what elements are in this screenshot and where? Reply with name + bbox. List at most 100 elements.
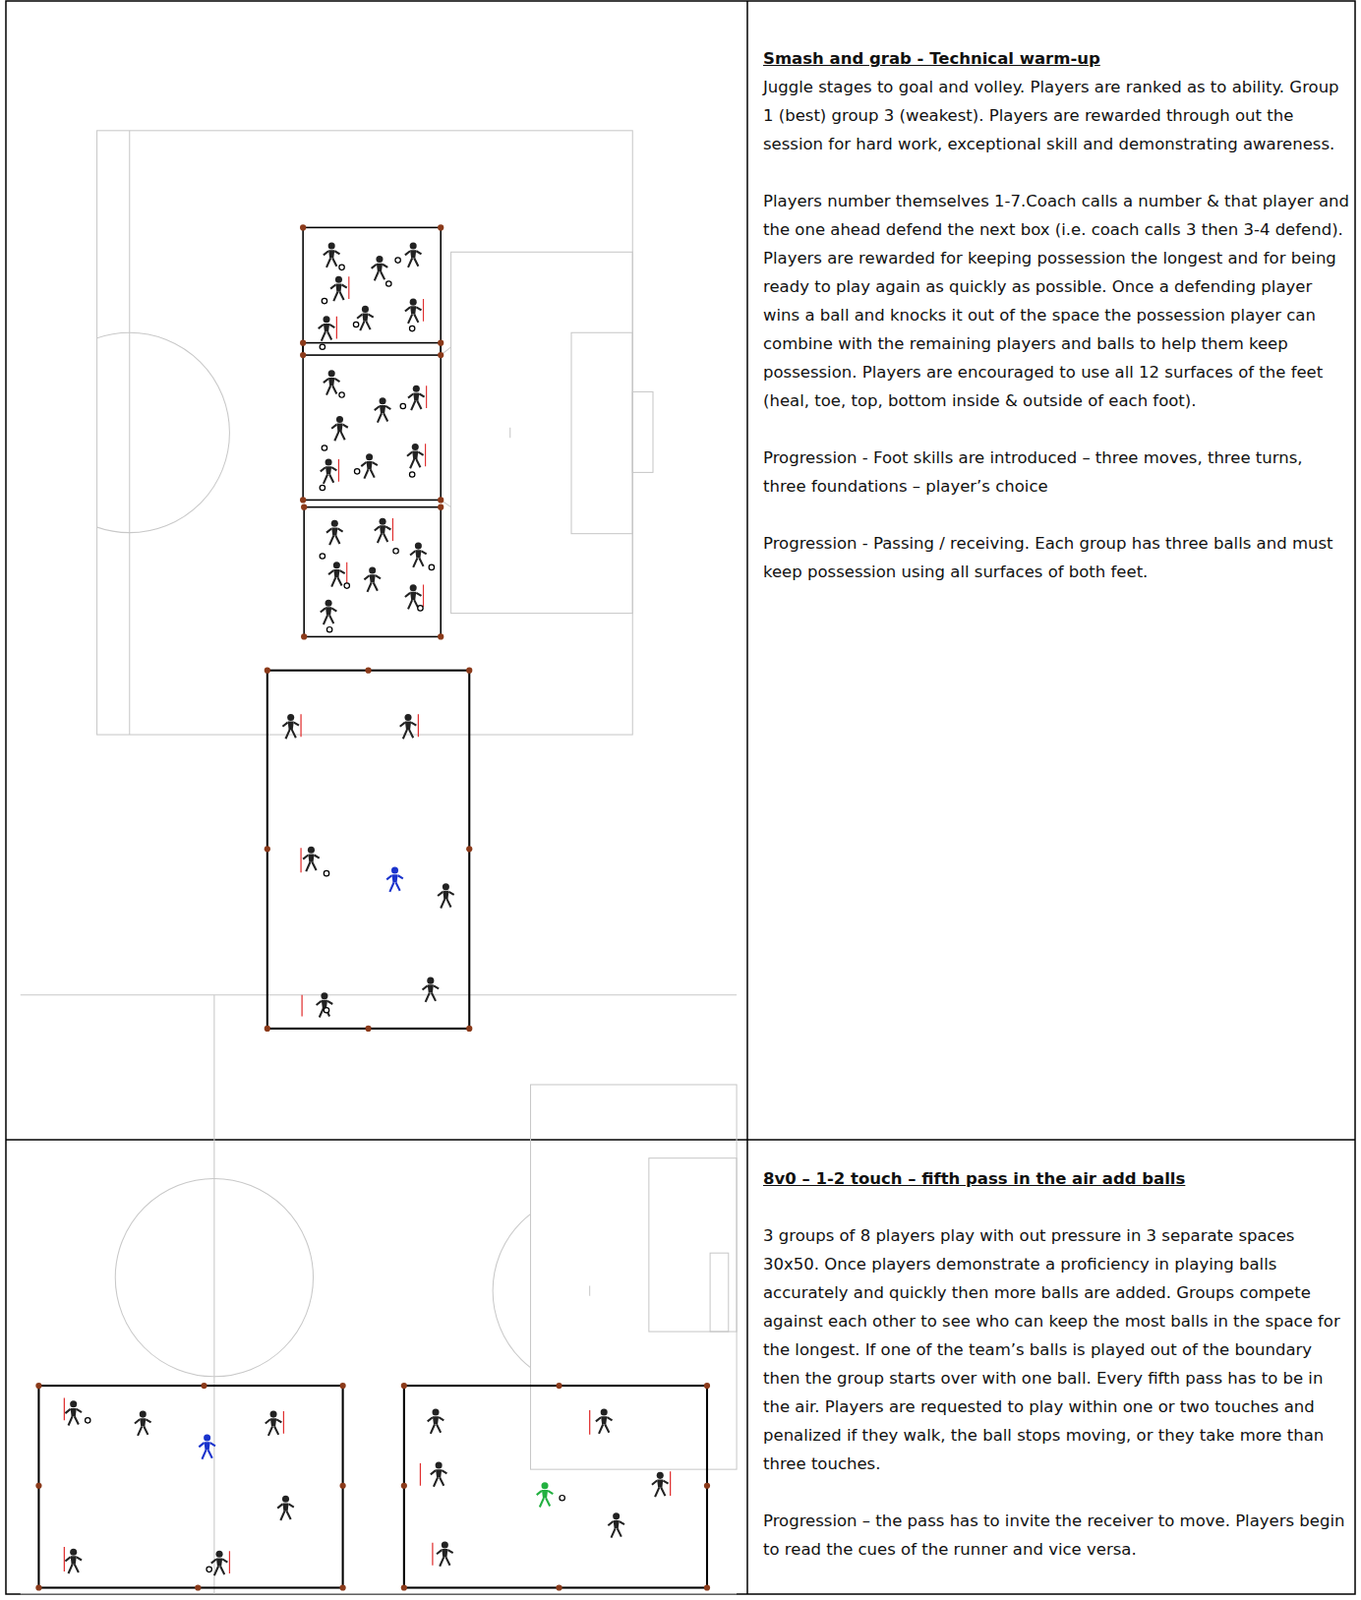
ball: [409, 325, 415, 331]
player-figure: [302, 846, 320, 872]
cones: [35, 667, 711, 1592]
column-rule: [746, 0, 749, 1595]
cone: [339, 1584, 346, 1591]
cone: [299, 224, 306, 231]
player-figure: [371, 255, 389, 281]
grid-boxes: [38, 670, 708, 1589]
ball: [409, 472, 415, 477]
cone: [300, 504, 307, 511]
player-figure: [400, 713, 419, 739]
player-figure: [437, 883, 455, 908]
players: [318, 242, 427, 625]
body-paragraph: Progression - Foot skills are introduced…: [763, 443, 1350, 501]
ball: [206, 1566, 212, 1572]
player-figure: [386, 867, 404, 892]
pitch-outline: [97, 130, 634, 735]
marker-line: [299, 847, 301, 873]
player-figure: [330, 276, 350, 301]
ball: [354, 469, 359, 474]
cone: [299, 340, 306, 347]
cone: [35, 1482, 42, 1489]
player-figure: [360, 453, 378, 478]
cone: [437, 352, 444, 358]
grid-box: [302, 227, 441, 356]
ball: [323, 1007, 329, 1013]
halfway-line: [213, 995, 215, 1595]
player-figure: [374, 518, 394, 543]
ball: [417, 605, 423, 611]
ball: [326, 627, 332, 633]
player-figure: [328, 561, 348, 587]
section-heading: Smash and grab - Technical warm-up: [763, 44, 1350, 73]
ball: [559, 1494, 565, 1500]
player-figure: [211, 1550, 231, 1576]
marker-line: [669, 1471, 671, 1496]
ball: [428, 564, 434, 570]
ball: [353, 321, 358, 327]
cone: [264, 667, 271, 674]
section-heading: 8v0 – 1-2 touch – fifth pass in the air …: [763, 1164, 1350, 1193]
cone: [437, 504, 444, 511]
player-figure: [536, 1481, 554, 1507]
marker-line: [419, 1463, 421, 1486]
body-paragraph: 3 groups of 8 players play with out pres…: [763, 1221, 1350, 1479]
balls: [85, 870, 566, 1572]
cone: [555, 1382, 562, 1389]
player-figure: [320, 459, 340, 484]
player-figure: [607, 1512, 625, 1538]
marker-line: [63, 1398, 65, 1421]
grid-box: [302, 343, 441, 501]
grid-box: [303, 507, 441, 638]
player-figure: [405, 242, 422, 268]
player-figure: [410, 542, 427, 568]
marker-lines: [63, 847, 670, 1572]
ball: [339, 264, 345, 270]
cone: [200, 1382, 207, 1389]
penalty-box: [451, 251, 634, 613]
marker-line: [63, 1546, 65, 1572]
halfway-line: [128, 130, 130, 735]
ball: [386, 281, 392, 287]
centre-circle: [115, 1178, 313, 1376]
cone: [264, 1025, 271, 1032]
player-figure: [320, 599, 338, 625]
player-figure: [316, 992, 334, 1017]
goal-box: [571, 332, 633, 533]
goal: [710, 1252, 729, 1332]
ball: [339, 392, 345, 398]
cone: [300, 633, 307, 640]
cone: [401, 1382, 408, 1389]
cone: [555, 1584, 562, 1591]
cones: [299, 224, 444, 640]
players: [64, 713, 668, 1576]
body-paragraph: Progression - Passing / receiving. Each …: [763, 529, 1350, 587]
marker-line: [589, 1410, 591, 1435]
cone: [704, 1584, 711, 1591]
cone: [466, 1025, 473, 1032]
cone: [35, 1584, 42, 1591]
body-paragraph: Players number themselves 1-7.Coach call…: [763, 186, 1350, 415]
player-figure: [64, 1548, 82, 1574]
player-figure: [198, 1433, 216, 1459]
grid-box: [38, 1385, 343, 1588]
penalty-arc: [492, 1193, 531, 1388]
penalty-spot: [589, 1285, 591, 1296]
ball: [319, 553, 325, 559]
player-figure: [408, 385, 427, 411]
body-paragraph: Progression – the pass has to invite the…: [763, 1506, 1350, 1564]
ball: [400, 403, 406, 409]
table-grid: [5, 0, 1356, 1595]
cone: [466, 667, 473, 674]
player-figure: [356, 305, 374, 331]
pitch-lines: [20, 995, 737, 1595]
cone: [194, 1584, 201, 1591]
player-figure: [323, 369, 341, 395]
cone: [35, 1382, 42, 1389]
player-figure: [282, 713, 301, 739]
player-figure: [326, 520, 344, 545]
cone: [704, 1482, 711, 1489]
balls: [319, 257, 434, 633]
table-border: [5, 0, 1356, 1595]
